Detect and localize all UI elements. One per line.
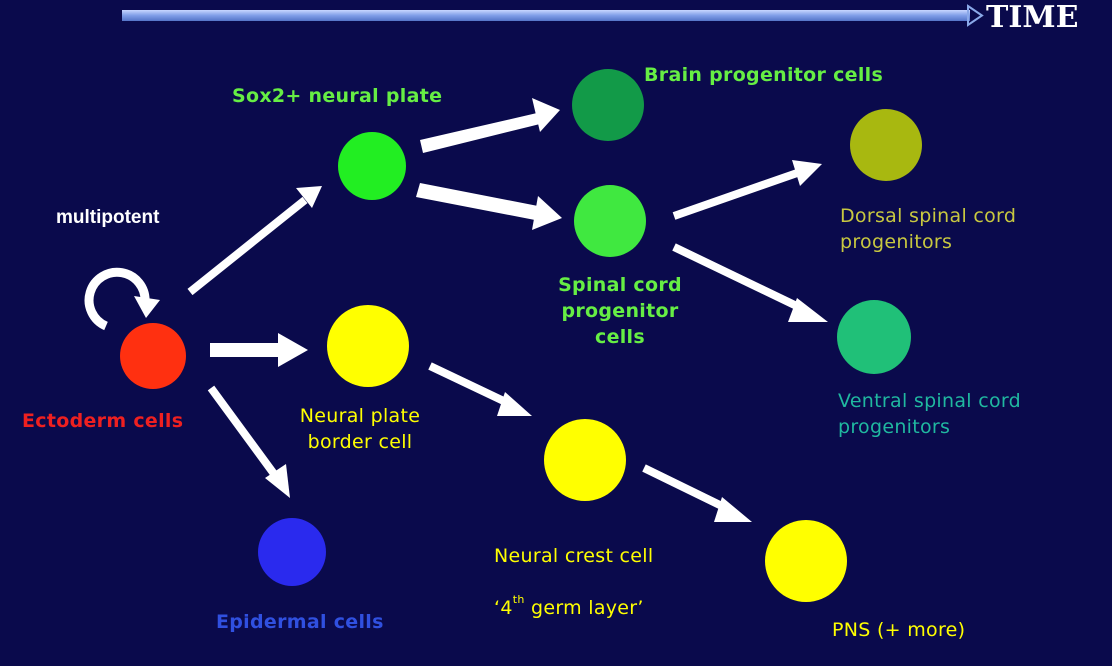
spinal-progenitor-label: Spinal cord progenitor cells (558, 274, 682, 348)
epidermal-label: Epidermal cells (216, 611, 384, 633)
neural-crest-line1: Neural crest cell (494, 545, 654, 567)
brain-progenitor-cell (572, 69, 644, 141)
multipotent-label: multipotent (56, 207, 160, 228)
epidermal-cell (258, 518, 326, 586)
germ-layer-superscript: th (512, 593, 525, 606)
germ-layer-suffix: germ layer’ (524, 597, 644, 619)
brain-progenitor-label: Brain progenitor cells (644, 64, 884, 86)
neural-crest-line2: ‘4th germ layer’ (494, 594, 644, 619)
time-label: TIME (986, 0, 1079, 35)
neural-crest-label: Neural crest cell ‘4th germ layer’ (494, 517, 653, 621)
arrow-ectoderm-to-sox2 (187, 186, 322, 296)
arrow-sox2-to-brain (420, 98, 560, 153)
sox2-neural-plate-cell (338, 132, 406, 200)
germ-layer-prefix: ‘4 (494, 597, 513, 619)
arrow-ectoderm-to-border (210, 333, 308, 367)
ectoderm-label: Ectoderm cells (22, 410, 184, 432)
ventral-progenitor-label: Ventral spinal cord progenitors (838, 390, 1022, 438)
neural-plate-border-cell (327, 305, 409, 387)
neural-crest-cell (544, 419, 626, 501)
time-arrow (122, 4, 984, 27)
dorsal-progenitor-label: Dorsal spinal cord progenitors (840, 205, 1017, 253)
self-renewal-arrow (84, 267, 160, 331)
arrow-crest-to-pns (642, 464, 752, 522)
arrow-sox2-to-spinal (416, 183, 562, 230)
dorsal-spinal-progenitor-cell (850, 109, 922, 181)
arrow-ectoderm-to-epidermal (207, 385, 290, 498)
pns-label: PNS (+ more) (832, 619, 966, 641)
arrow-spinal-to-ventral (672, 243, 828, 322)
ectoderm-cell (120, 323, 186, 389)
spinal-cord-progenitor-cell (574, 185, 646, 257)
pns-cell (765, 520, 847, 602)
arrow-spinal-to-dorsal (672, 160, 822, 220)
plate-border-label: Neural plate border cell (299, 405, 421, 453)
ventral-spinal-progenitor-cell (837, 300, 911, 374)
arrow-border-to-crest (428, 362, 532, 416)
sox2-label: Sox2+ neural plate (232, 85, 443, 107)
